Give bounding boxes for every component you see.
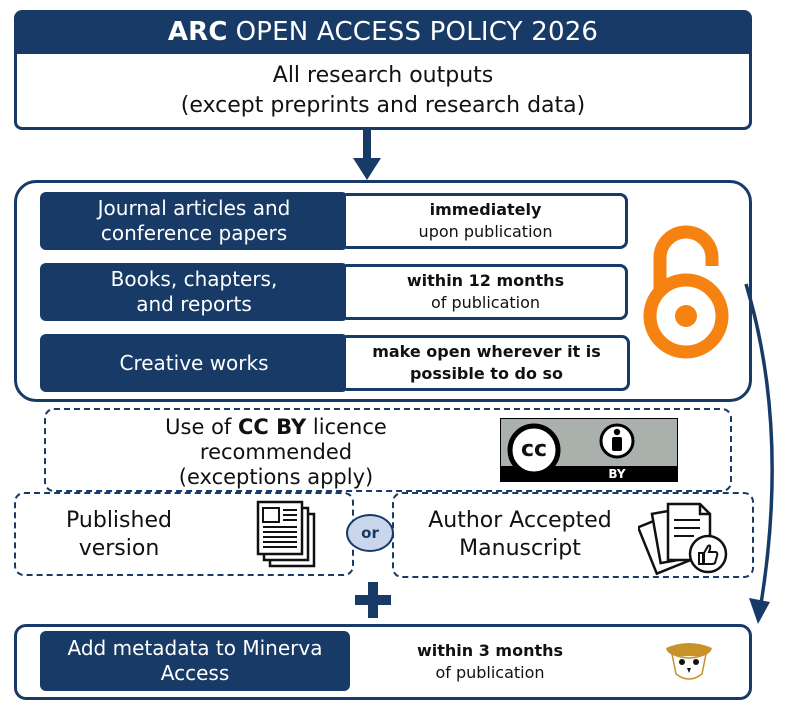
published-line-1: Published xyxy=(66,508,172,533)
metadata-action: Add metadata to Minerva Access xyxy=(40,631,350,691)
published-line-2: version xyxy=(78,536,160,561)
licence-line-1: Use of CC BY licence xyxy=(165,415,387,440)
output-type-creative-works: Creative works xyxy=(40,334,348,392)
output-type-line-1: Creative works xyxy=(119,350,269,375)
licence-prefix: Use of xyxy=(165,414,232,439)
output-type-journal-articles: Journal articles and conference papers xyxy=(40,192,348,250)
timing-strong: within 3 months xyxy=(416,641,564,660)
down-arrow-icon xyxy=(353,130,381,180)
manuscript-thumbs-up-icon xyxy=(638,502,728,576)
timing-strong: within 12 months xyxy=(406,271,565,290)
plus-icon xyxy=(355,582,391,618)
outputs-line-1: All research outputs xyxy=(272,62,494,88)
metadata-line-1: Add metadata to Minerva xyxy=(67,636,323,660)
title-text: OPEN ACCESS POLICY 2026 xyxy=(235,17,599,47)
timing-creative-works: make open wherever it is possible to do … xyxy=(346,335,630,391)
curved-arrow-icon xyxy=(744,283,774,624)
aam-line-1: Author Accepted xyxy=(428,508,612,533)
licence-text: Use of CC BY licence recommended (except… xyxy=(46,414,506,490)
output-type-line-1: Journal articles and xyxy=(97,196,291,220)
or-connector: or xyxy=(346,514,394,552)
author-accepted-manuscript-box: Author Accepted Manuscript xyxy=(392,492,754,578)
metadata-box xyxy=(14,624,752,700)
licence-name: CC BY xyxy=(238,414,307,439)
output-type-line-2: and reports xyxy=(136,292,252,316)
timing-journal-articles: immediately upon publication xyxy=(346,193,628,249)
output-type-line-2: conference papers xyxy=(100,221,288,245)
timing-rest: of publication xyxy=(430,293,541,312)
licence-suffix: licence xyxy=(312,414,387,439)
owl-logo-icon xyxy=(666,643,712,680)
timing-rest: upon publication xyxy=(418,222,553,241)
open-access-lock-icon xyxy=(643,225,729,359)
timing-rest: of publication xyxy=(435,663,545,682)
timing-strong: immediately xyxy=(429,200,542,219)
document-stack-icon xyxy=(256,500,316,568)
outputs-line-2: (except preprints and research data) xyxy=(180,92,586,118)
timing-strong: make open wherever it is xyxy=(372,342,601,361)
policy-title-bar: ARC OPEN ACCESS POLICY 2026 xyxy=(14,10,752,54)
output-type-line-1: Books, chapters, xyxy=(110,267,278,291)
research-outputs-box: All research outputs (except preprints a… xyxy=(14,54,752,130)
by-label: BY xyxy=(608,466,626,481)
licence-line-2: recommended xyxy=(199,439,353,464)
cc-label: cc xyxy=(520,436,548,462)
policy-timing-panel xyxy=(14,180,752,402)
metadata-line-2: Access xyxy=(160,661,230,685)
output-type-books: Books, chapters, and reports xyxy=(40,263,348,321)
licence-recommendation-box: Use of CC BY licence recommended (except… xyxy=(44,408,732,492)
published-version-box: Published version xyxy=(14,492,354,576)
title-acronym: ARC xyxy=(167,17,228,47)
published-version-label: Published version xyxy=(44,504,194,566)
metadata-timing: within 3 months of publication xyxy=(370,636,610,688)
licence-line-3: (exceptions apply) xyxy=(178,464,374,489)
timing-books: within 12 months of publication xyxy=(346,264,628,320)
aam-label: Author Accepted Manuscript xyxy=(414,504,626,566)
timing-rest: possible to do so xyxy=(409,364,564,383)
aam-line-2: Manuscript xyxy=(459,536,581,561)
cc-by-badge-icon: cc BY xyxy=(500,418,678,482)
